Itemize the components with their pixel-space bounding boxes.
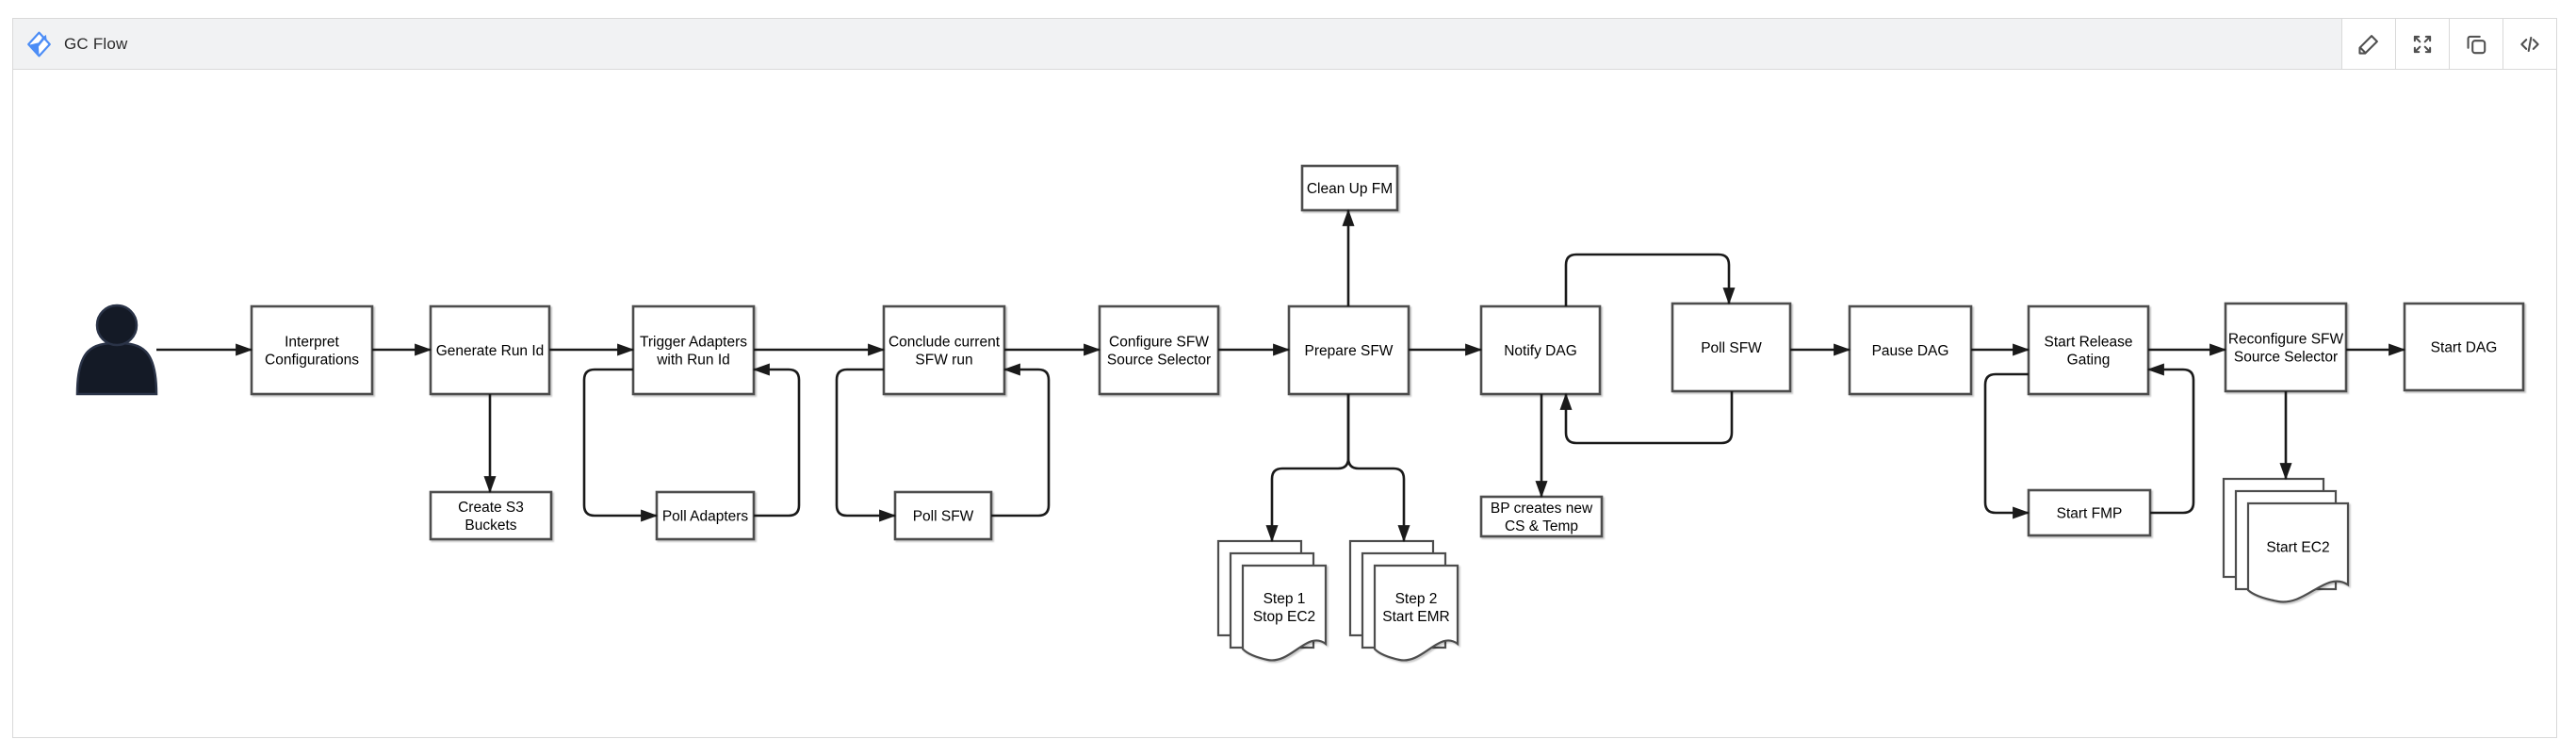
viewer-toolbar xyxy=(2341,19,2556,69)
fullscreen-icon xyxy=(2413,35,2432,53)
drawio-diagram-icon xyxy=(26,31,52,58)
fullscreen-button[interactable] xyxy=(2395,19,2449,69)
diagram-title: GC Flow xyxy=(64,34,128,53)
edit-button[interactable] xyxy=(2341,19,2395,69)
code-icon xyxy=(2520,36,2539,52)
pencil-icon xyxy=(2358,34,2378,55)
viewer-header: GC Flow xyxy=(13,19,2556,70)
diagram-canvas[interactable] xyxy=(13,70,2556,737)
copy-icon xyxy=(2467,35,2486,54)
embed-code-button[interactable] xyxy=(2503,19,2556,69)
drawio-viewer-panel: GC Flow xyxy=(12,18,2557,738)
copy-button[interactable] xyxy=(2449,19,2503,69)
